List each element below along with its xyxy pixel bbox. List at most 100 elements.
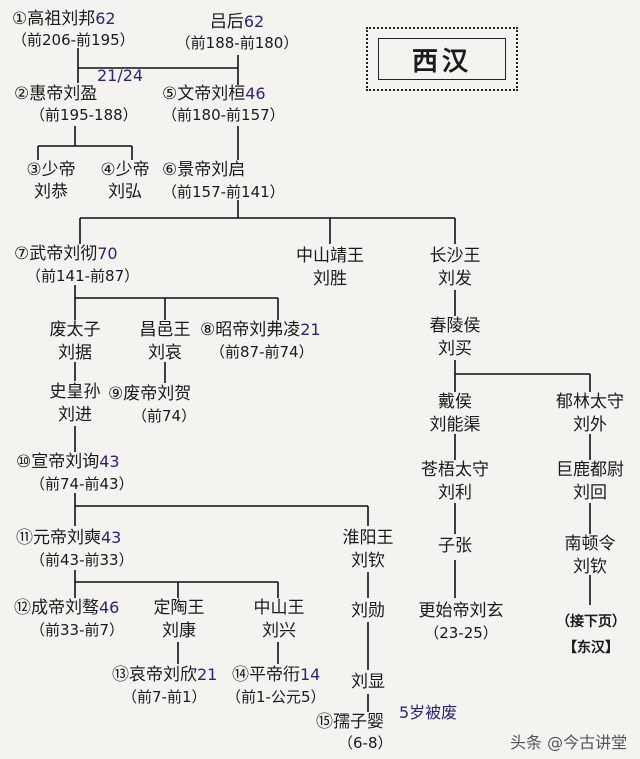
dynasty-title-box: 西汉 [366, 27, 518, 91]
name: 刘弘 [108, 182, 142, 202]
years: （23-25） [424, 624, 498, 642]
watermark: 头条 @今古讲堂 [510, 733, 628, 752]
years: （前7-前1） [122, 688, 207, 706]
title: 史皇孙 [49, 382, 101, 402]
next-page-note: （接下页） 【东汉】 [548, 611, 634, 663]
title: 南顿令 [564, 534, 616, 554]
title: 淮阳王 [342, 528, 394, 548]
years: （前74-前43） [30, 475, 134, 493]
name: ①高祖刘邦 [12, 9, 96, 29]
name: 刘哀 [148, 343, 182, 363]
title: 春陵侯 [429, 316, 481, 336]
node-wudi: ⑦武帝刘彻70 （前141-前87） [14, 246, 139, 284]
node-shaodi-4: ④少帝 刘弘 [90, 162, 160, 201]
age: 21 [300, 320, 321, 339]
name: 刘钦 [351, 551, 385, 571]
age: 21 [197, 665, 218, 684]
years: （前206-前195） [12, 31, 135, 49]
title: 中山靖王 [296, 246, 364, 266]
name: 刘买 [438, 339, 472, 359]
name: 刘据 [58, 343, 92, 363]
name: ②惠帝刘盈 [14, 84, 98, 104]
name: ⑪元帝刘奭 [16, 528, 101, 548]
name: 刘能渠 [429, 415, 481, 435]
name: ⑨废帝刘贺 [108, 384, 192, 404]
years: （前74） [132, 407, 197, 425]
huidi-age-note: 21/24 [97, 68, 143, 84]
node-jingdi: ⑥景帝刘启 （前157-前141） [162, 162, 285, 200]
node-huidi: ②惠帝刘盈 （前195-188） [14, 86, 138, 123]
years: （前195-188） [30, 106, 138, 124]
title: 巨鹿都尉 [556, 460, 624, 480]
name: ⑧昭帝刘弗凌 [200, 320, 301, 340]
node-changsha: 长沙王 刘发 [415, 248, 495, 288]
years: （前87-前74） [210, 343, 314, 361]
node-zhaodi: ⑧昭帝刘弗凌21 （前87-前74） [200, 322, 321, 360]
name: 刘恭 [34, 182, 68, 202]
name: ⑬哀帝刘欣 [112, 665, 197, 685]
node-dingtao: 定陶王 刘康 [136, 600, 222, 640]
name: 子张 [438, 536, 472, 556]
node-ruzi: ⑮孺子婴 （6-8） [316, 714, 393, 751]
name: 刘钦 [573, 557, 607, 577]
years: （前188-前180） [175, 34, 299, 52]
name: 刘康 [162, 621, 196, 641]
node-changyi: 昌邑王 刘哀 [122, 322, 208, 362]
years: （前33-前7） [30, 621, 125, 639]
node-chengdi: ⑫成帝刘骜46 （前33-前7） [14, 600, 124, 638]
age: 46 [99, 598, 120, 617]
node-wendi: ⑤文帝刘桓46 （前180-前157） [162, 86, 285, 123]
node-julu: 巨鹿都尉 刘回 [540, 462, 640, 502]
name: ⑥景帝刘启 [162, 160, 246, 180]
age: 14 [300, 665, 321, 684]
node-daihou: 戴侯 刘能渠 [405, 394, 505, 434]
node-aidi: ⑬哀帝刘欣21 （前7-前1） [112, 667, 217, 705]
node-zhongshan: 中山王 刘兴 [236, 600, 322, 640]
deposed-note: 5岁被废 [399, 705, 457, 721]
node-feitaizi: 废太子 刘据 [30, 322, 120, 362]
name: 刘发 [438, 269, 472, 289]
years: （前141-前87） [26, 267, 140, 285]
title: 昌邑王 [139, 320, 191, 340]
name: ⑮孺子婴 [316, 712, 384, 732]
node-pingdi: ⑭平帝衎14 （前1-公元5） [226, 665, 326, 705]
node-huaiyang: 淮阳王 刘钦 [323, 530, 413, 570]
node-zhongshan-jing: 中山靖王 刘胜 [285, 248, 375, 288]
node-yuandi: ⑪元帝刘奭43 （前43-前33） [16, 530, 134, 568]
node-shihuangsun: 史皇孙 刘进 [30, 384, 120, 424]
name: 刘利 [438, 483, 472, 503]
name: 刘兴 [262, 621, 296, 641]
title: 长沙王 [429, 246, 481, 266]
name: 更始帝刘玄 [418, 601, 504, 621]
name: 刘勋 [351, 601, 385, 621]
name: ⑩宣帝刘询 [16, 452, 100, 472]
next-page-label: （接下页） [556, 614, 626, 630]
name: 吕后 [209, 12, 244, 32]
node-zizhang: 子张 [415, 538, 495, 555]
title: 苍梧太守 [421, 460, 489, 480]
name: 刘回 [573, 483, 607, 503]
title: ③少帝 [26, 160, 76, 180]
node-shaodi-3: ③少帝 刘恭 [16, 162, 86, 201]
node-nandun: 南顿令 刘钦 [545, 536, 635, 576]
title: 定陶王 [153, 598, 205, 618]
next-dynasty-label: 【东汉】 [563, 640, 619, 656]
node-cangwu: 苍梧太守 刘利 [405, 462, 505, 502]
name: 刘胜 [313, 269, 347, 289]
node-feidi: ⑨废帝刘贺 （前74） [108, 386, 196, 424]
title: 废太子 [49, 320, 101, 340]
node-gaozu: ①高祖刘邦62 （前206-前195） [12, 11, 135, 48]
node-liuxun: 刘勋 [328, 603, 408, 620]
age: 70 [97, 244, 118, 263]
node-liuxian: 刘显 [328, 674, 408, 691]
dynasty-title: 西汉 [411, 46, 472, 77]
title: ④少帝 [100, 160, 150, 180]
title: 郁林太守 [556, 392, 624, 412]
name: 刘进 [58, 405, 92, 425]
node-gengshi: 更始帝刘玄 （23-25） [405, 603, 517, 641]
years: （6-8） [338, 734, 393, 752]
name: ⑦武帝刘彻 [14, 244, 98, 264]
name: ⑫成帝刘骜 [14, 598, 99, 618]
node-chunling: 春陵侯 刘买 [410, 318, 500, 358]
